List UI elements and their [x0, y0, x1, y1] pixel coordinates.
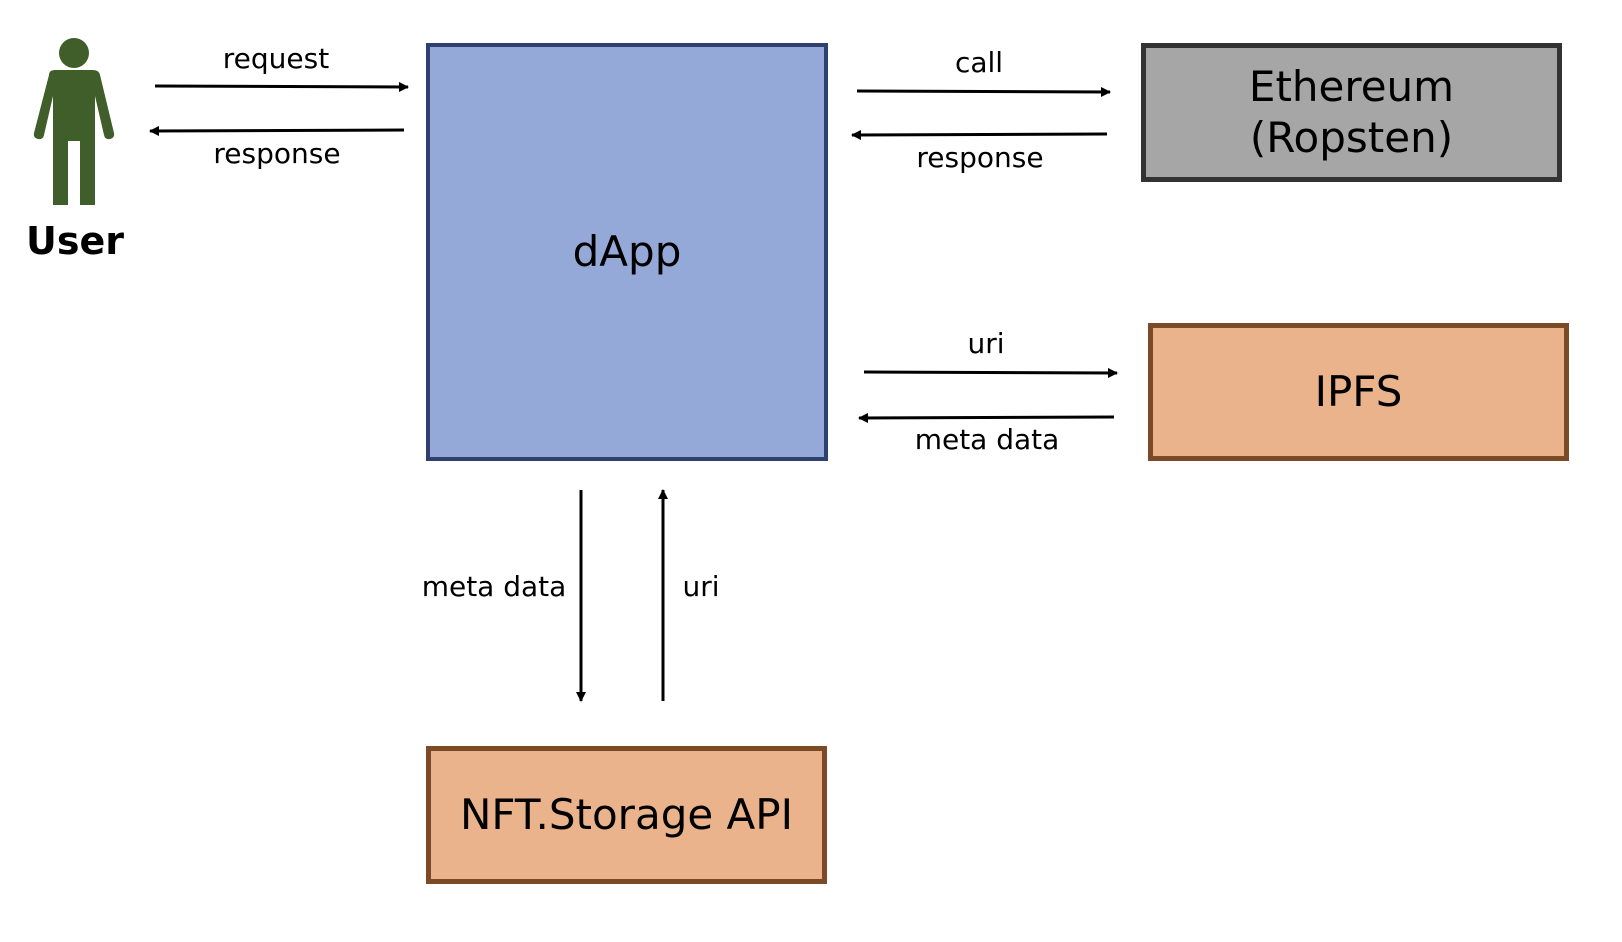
call-label: call [954, 46, 1004, 79]
user-label: User [26, 219, 124, 263]
user-response-label: response [213, 137, 341, 170]
eth-response-label: response [916, 141, 1044, 174]
ipfs-meta-label: meta data [914, 423, 1060, 456]
request-arrow [154, 81, 409, 92]
ethereum-node: Ethereum (Ropsten) [1141, 43, 1562, 182]
person-icon [33, 38, 115, 205]
ipfs-uri-arrow [863, 367, 1118, 378]
request-label: request [222, 42, 330, 75]
ethereum-label: Ethereum [1248, 62, 1455, 112]
nft-storage-node: NFT.Storage API [426, 746, 827, 884]
user-response-arrow [149, 125, 405, 136]
nft-uri-label: uri [682, 570, 720, 603]
ipfs-label: IPFS [1314, 366, 1403, 416]
ipfs-node: IPFS [1148, 323, 1569, 461]
nft-meta-label: meta data [421, 570, 567, 603]
eth-response-arrow [851, 129, 1108, 140]
dapp-label: dApp [572, 226, 682, 276]
dapp-node: dApp [426, 43, 828, 461]
ipfs-uri-label: uri [967, 327, 1005, 360]
ipfs-meta-arrow [858, 412, 1115, 423]
ethereum-network-label: (Ropsten) [1249, 112, 1454, 162]
nft-storage-label: NFT.Storage API [460, 789, 793, 839]
call-arrow [856, 86, 1111, 97]
